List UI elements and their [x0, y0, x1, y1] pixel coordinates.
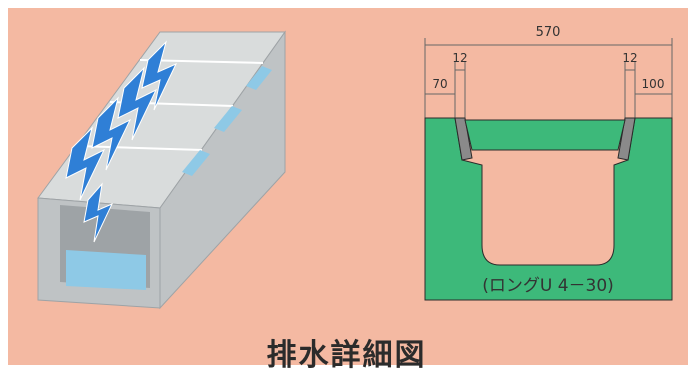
rain-arrow-icon: [65, 126, 106, 201]
rain-arrow-icon: [117, 66, 158, 141]
cross-section-diagram: 570 12 12 70 100 (ロングU 4－30): [424, 25, 673, 301]
dim-total-label: 570: [536, 25, 561, 40]
side-slot: [182, 150, 210, 176]
right-lip: [617, 117, 636, 161]
side-slot: [214, 106, 242, 132]
section-body: [424, 117, 673, 301]
drain-channel-3d: [37, 30, 286, 310]
channel-water: [66, 250, 146, 290]
rain-arrow-icon: [141, 40, 178, 111]
left-lip: [454, 117, 473, 161]
dim-left-wall-label: 70: [432, 77, 447, 91]
cover-plate: [464, 119, 626, 151]
rain-arrow-icon: [83, 182, 114, 243]
dim-right-lip-label: 12: [622, 51, 637, 65]
cover-seam: [77, 145, 203, 151]
side-slot: [246, 66, 272, 90]
dimension-lines: [424, 38, 673, 118]
product-label: (ロングU 4－30): [482, 276, 614, 296]
dim-right-wall-label: 100: [642, 77, 665, 91]
rain-arrows: [65, 40, 178, 243]
rain-arrow-icon: [91, 96, 132, 171]
dim-left-lip-label: 12: [452, 51, 467, 65]
figure-caption: 排水詳細図: [266, 338, 427, 373]
